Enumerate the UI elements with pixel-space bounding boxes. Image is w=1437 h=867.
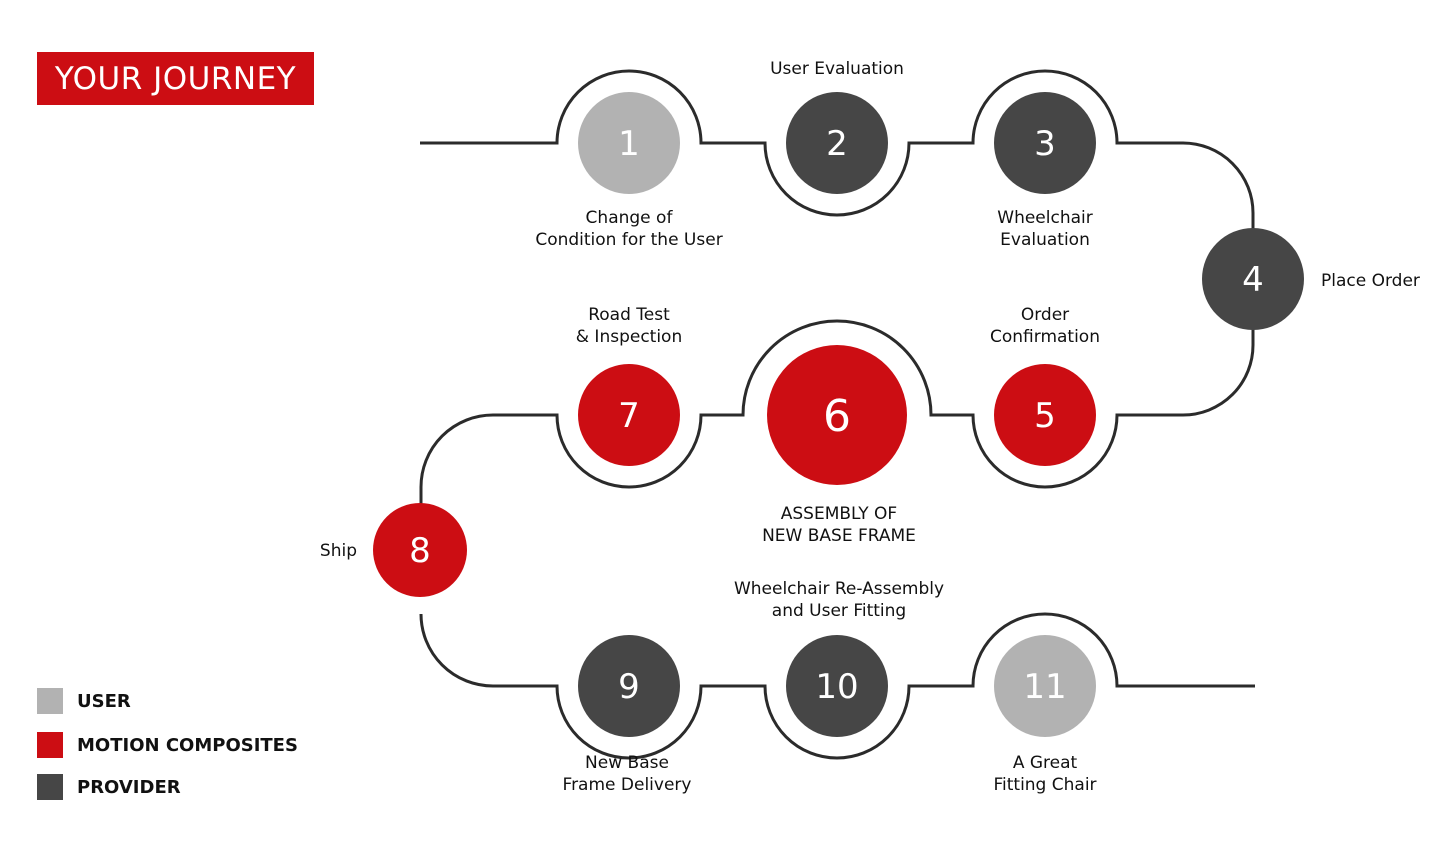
step-8-number: 8 (409, 531, 431, 571)
step-4-number: 4 (1242, 260, 1264, 300)
legend-swatch-provider (37, 774, 63, 800)
step-3-number: 3 (1034, 124, 1056, 164)
step-11-number: 11 (1023, 667, 1066, 707)
step-2-circle (786, 92, 888, 194)
step-4-label: Place Order (1321, 271, 1420, 291)
step-9-number: 9 (618, 667, 640, 707)
step-5-number: 5 (1034, 396, 1056, 436)
step-2-number: 2 (826, 124, 848, 164)
journey-title: YOUR JOURNEY (37, 52, 314, 105)
step-9-circle (578, 635, 680, 737)
step-7-circle (578, 364, 680, 466)
step-6-number: 6 (823, 391, 851, 442)
step-6-circle (767, 345, 907, 485)
legend-item-motion-composites: MOTION COMPOSITES (37, 732, 298, 758)
journey-track (419, 69, 1255, 760)
legend-item-provider: PROVIDER (37, 774, 181, 800)
legend-label-user: USER (77, 690, 131, 712)
step-3-circle (994, 92, 1096, 194)
step-7-number: 7 (618, 396, 640, 436)
legend-swatch-motion-composites (37, 732, 63, 758)
step-8-circle (373, 503, 467, 597)
step-4-circle (1202, 228, 1304, 330)
legend-swatch-user (37, 688, 63, 714)
step-5-circle (994, 364, 1096, 466)
step-2-label: User Evaluation (770, 59, 904, 79)
step-10-number: 10 (815, 667, 858, 707)
step-10-circle (786, 635, 888, 737)
legend-label-motion-composites: MOTION COMPOSITES (77, 734, 298, 756)
legend-item-user: USER (37, 688, 131, 714)
step-8-label: Ship (319, 541, 357, 561)
step-1-circle (578, 92, 680, 194)
step-7-label: Road Test& Inspection (575, 305, 683, 347)
step-1-number: 1 (618, 124, 640, 164)
legend-label-provider: PROVIDER (77, 776, 181, 798)
step-11-circle (994, 635, 1096, 737)
